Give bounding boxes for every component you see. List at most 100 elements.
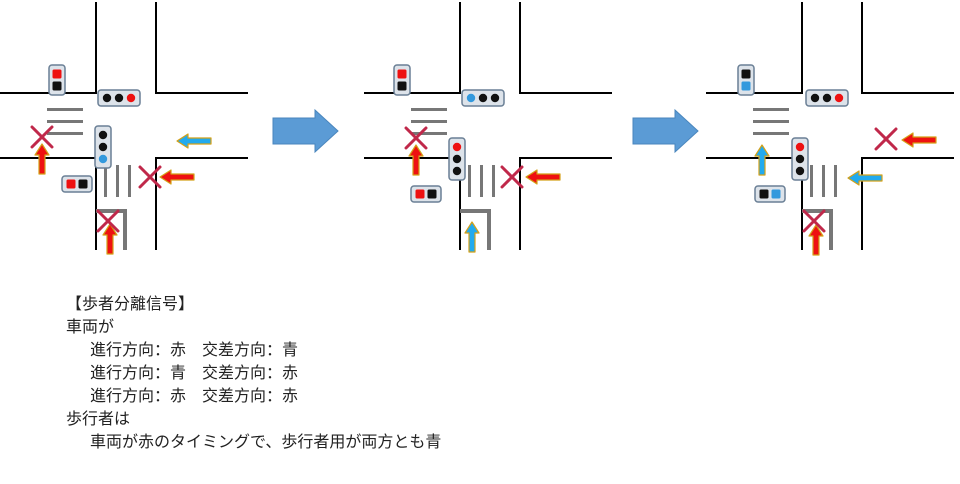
- signal-lamp: [478, 93, 488, 103]
- intersection-phase-1: [0, 2, 248, 255]
- signal-lamp: [98, 154, 108, 164]
- road-edge: [706, 157, 803, 250]
- traffic-signal: [393, 64, 411, 96]
- cross-stroke: [404, 126, 428, 150]
- signal-lamp: [452, 154, 462, 164]
- direction-arrow: [901, 132, 937, 148]
- signal-lamp: [834, 93, 844, 103]
- road-edge: [519, 157, 612, 250]
- direction-arrow: [808, 224, 824, 256]
- transition-arrow: [632, 108, 699, 154]
- crosswalk-stripe: [753, 108, 789, 111]
- signal-lamp: [822, 93, 832, 103]
- signal-lamp: [452, 142, 462, 152]
- caption: 【歩者分離信号】 車両が 進行方向：赤 交差方向：青 進行方向：青 交差方向：赤…: [66, 292, 441, 453]
- cross-stroke: [874, 127, 898, 151]
- traffic-signal: [805, 89, 849, 107]
- direction-arrow: [847, 170, 883, 186]
- caption-vehicle-line-2: 進行方向：青 交差方向：赤: [90, 363, 299, 382]
- road-edge: [364, 2, 461, 94]
- caption-title: 【歩者分離信号】: [66, 294, 195, 313]
- signal-lamp: [452, 166, 462, 176]
- traffic-signal: [737, 64, 755, 96]
- traffic-signal: [448, 137, 466, 181]
- crosswalk-stripe: [411, 120, 447, 123]
- signal-lamp: [795, 166, 805, 176]
- signal-lamp: [795, 142, 805, 152]
- direction-arrow: [102, 223, 118, 255]
- crosswalk-stripe: [411, 108, 447, 111]
- road-edge: [0, 157, 97, 250]
- crosswalk-stripe: [47, 120, 83, 123]
- prohibited-cross: [30, 125, 54, 149]
- intersection-phase-3: [706, 2, 954, 256]
- road-edge: [0, 2, 97, 94]
- intersection-phase-2: [364, 2, 612, 253]
- signal-lamp: [397, 69, 407, 79]
- crosswalk-stripe: [834, 165, 837, 197]
- prohibited-cross: [874, 127, 898, 151]
- crosswalk-stripe: [480, 165, 483, 197]
- crosswalk-stripe: [753, 120, 789, 123]
- traffic-signal: [97, 89, 141, 107]
- intersection-diagram: [0, 2, 954, 256]
- direction-arrow: [525, 169, 561, 185]
- direction-arrow: [464, 221, 480, 253]
- direction-arrow: [176, 133, 212, 149]
- caption-vehicle-line-1: 進行方向：赤 交差方向：青: [90, 340, 299, 359]
- transition-arrow: [272, 108, 339, 154]
- signal-lamp: [741, 81, 751, 91]
- direction-arrow: [34, 143, 50, 175]
- signal-lamp: [759, 189, 769, 199]
- caption-vehicle-line-3: 進行方向：赤 交差方向：赤: [90, 386, 299, 405]
- crosswalk-stripe: [47, 132, 83, 135]
- road-edge: [155, 157, 248, 250]
- signal-lamp: [795, 154, 805, 164]
- traffic-signal: [410, 185, 442, 203]
- signal-lamp: [52, 81, 62, 91]
- stop-line: [96, 209, 127, 250]
- traffic-signal: [461, 89, 505, 107]
- prohibited-cross: [96, 209, 120, 233]
- cross-stroke: [96, 209, 120, 233]
- signal-lamp: [98, 130, 108, 140]
- crosswalk-stripe: [753, 132, 789, 135]
- road-edge: [861, 2, 954, 94]
- signal-lamp: [415, 189, 425, 199]
- traffic-signal: [61, 175, 93, 193]
- prohibited-cross: [500, 165, 524, 189]
- signal-lamp: [810, 93, 820, 103]
- signal-lamp: [98, 142, 108, 152]
- signal-lamp: [427, 189, 437, 199]
- caption-vehicle-heading: 車両が: [66, 317, 115, 336]
- crosswalk-stripe: [104, 165, 107, 197]
- crosswalk-stripe: [468, 165, 471, 197]
- road-edge: [364, 157, 461, 250]
- cross-stroke: [30, 125, 54, 149]
- signal-lamp: [126, 93, 136, 103]
- cross-stroke: [138, 165, 162, 189]
- direction-arrow: [754, 144, 770, 176]
- road-edge: [519, 2, 612, 94]
- crosswalk-stripe: [116, 165, 119, 197]
- cross-stroke: [802, 209, 826, 233]
- caption-pedestrian-line: 車両が赤のタイミングで、歩行者用が両方とも青: [90, 432, 442, 451]
- cross-stroke: [500, 165, 524, 189]
- prohibited-cross: [138, 165, 162, 189]
- signal-lamp: [466, 93, 476, 103]
- signal-lamp: [66, 179, 76, 189]
- road-edge: [155, 2, 248, 94]
- signal-lamp: [771, 189, 781, 199]
- prohibited-cross: [404, 126, 428, 150]
- stop-line: [460, 209, 491, 250]
- traffic-signal: [754, 185, 786, 203]
- traffic-signal: [48, 64, 66, 96]
- direction-arrow: [159, 169, 195, 185]
- signal-lamp: [52, 69, 62, 79]
- signal-lamp: [114, 93, 124, 103]
- caption-pedestrian-heading: 歩行者は: [66, 409, 131, 428]
- signal-lamp: [102, 93, 112, 103]
- crosswalk-stripe: [810, 165, 813, 197]
- crosswalk-stripe: [128, 165, 131, 197]
- crosswalk-stripe: [411, 132, 447, 135]
